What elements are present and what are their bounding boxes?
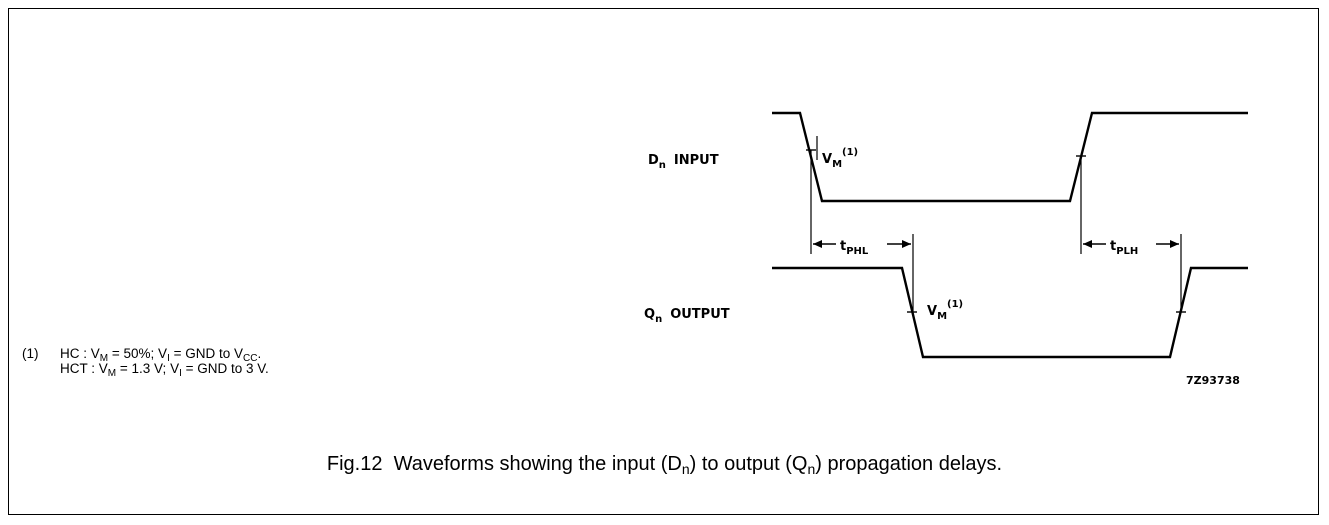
vi-value: = GND to 3 V. [181, 361, 269, 376]
tphl-label: tPHL [840, 239, 869, 257]
vm-value: = 50%; [108, 346, 159, 361]
footnote-line-hc: (1)HC : VM = 50%; VI = GND to VCC. [22, 346, 269, 364]
vm-symbol: V [90, 346, 100, 361]
caption-suffix: ) propagation delays. [815, 453, 1003, 475]
footnote-line-hct: HCT : VM = 1.3 V; VI = GND to 3 V. [22, 361, 269, 379]
tplh-arrowhead-left [1083, 240, 1092, 248]
caption-middle: ) to output (Q [689, 453, 808, 475]
tphl-arrowhead-left [813, 240, 822, 248]
tphl-arrowhead-right [902, 240, 911, 248]
vi-symbol: V [158, 346, 168, 361]
output-waveform [772, 266, 1248, 359]
vi-symbol: V [170, 361, 180, 376]
caption-sub-n-1: n [681, 461, 690, 477]
vm-symbol: V [98, 361, 108, 376]
caption-prefix: Fig.12 Waveforms showing the input (D [326, 453, 682, 475]
vm-value: = 1.3 V; [116, 361, 171, 376]
vi-subscript: I [179, 368, 182, 379]
footnote: (1)HC : VM = 50%; VI = GND to VCC. HCT :… [22, 346, 269, 379]
vi-subscript: I [167, 353, 170, 364]
footnote-sep: : [79, 346, 91, 361]
vm-subscript: M [107, 368, 117, 379]
footnote-family-hc: HC [60, 346, 80, 361]
tplh-arrowhead-right [1170, 240, 1179, 248]
footnote-family-hct: HCT [60, 361, 88, 376]
figure-code: 7Z93738 [1186, 374, 1240, 387]
figure-caption: Fig.12 Waveforms showing the input (Dn) … [0, 453, 1329, 476]
vm-subscript: M [99, 353, 109, 364]
line-end: . [257, 346, 262, 361]
input-waveform [772, 111, 1248, 203]
figure-frame [8, 8, 1319, 515]
footnote-number: (1) [22, 346, 39, 361]
caption-sub-n-2: n [807, 461, 816, 477]
output-vm-label: VM(1) [927, 299, 963, 322]
vcc-subscript: CC [243, 353, 258, 364]
vi-value: = GND to V [169, 346, 243, 361]
footnote-sep: : [87, 361, 99, 376]
tplh-label: tPLH [1110, 239, 1138, 257]
input-vm-label: VM(1) [822, 147, 858, 170]
